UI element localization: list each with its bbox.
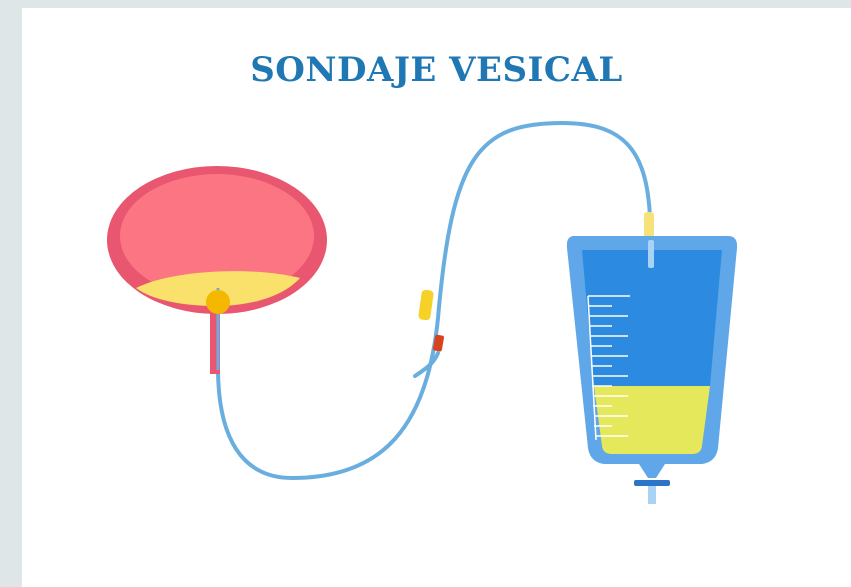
bag-outlet-valve: [634, 480, 670, 486]
balloon-icon: [206, 290, 230, 314]
bag-inlet-light: [648, 240, 654, 268]
drainage-bag-icon: [567, 212, 737, 504]
bag-outlet-tip: [648, 486, 656, 504]
bladder-icon: [107, 166, 327, 374]
tube-clamp-icon: [418, 289, 434, 320]
slide: SONDAJE VESICAL: [22, 8, 851, 587]
catheter-illustration: [22, 8, 851, 587]
bag-outlet: [639, 464, 665, 478]
